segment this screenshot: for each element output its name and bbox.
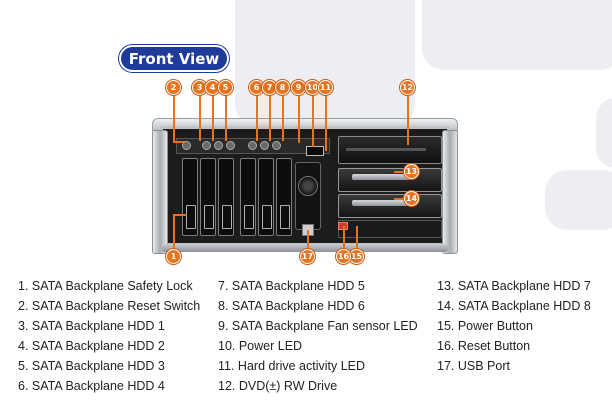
leader-line (173, 214, 187, 216)
hdd-led-dot (202, 141, 211, 150)
marker-1: 1 (166, 249, 181, 264)
leader-line (394, 171, 408, 173)
chassis-right-handle (442, 130, 458, 254)
hdd-bay (218, 158, 234, 236)
legend-column-2: 7. SATA Backplane HDD 5 8. SATA Backplan… (218, 276, 418, 396)
legend-item: 8. SATA Backplane HDD 6 (218, 299, 365, 313)
leader-line (407, 93, 409, 145)
button-plate (338, 220, 442, 238)
hdd-bay (258, 158, 274, 236)
front-view-title: Front View (119, 45, 229, 72)
leader-line (269, 93, 271, 141)
legend-item: 10. Power LED (218, 339, 303, 353)
legend-item: 6. SATA Backplane HDD 4 (18, 379, 165, 393)
leader-line (394, 198, 408, 200)
background-tile (422, 0, 612, 70)
led-indicator-box (306, 146, 324, 156)
leader-line (325, 93, 327, 151)
hdd-bay (182, 158, 198, 236)
hdd-tray (338, 194, 442, 218)
hdd-tray-handle (352, 174, 414, 180)
marker-16: 16 (336, 249, 351, 264)
hdd-led-dot (260, 141, 269, 150)
legend-column-1: 1. SATA Backplane Safety Lock 2. SATA Ba… (18, 276, 200, 396)
marker-5: 5 (218, 80, 233, 95)
marker-15: 15 (349, 249, 364, 264)
leader-line (256, 93, 258, 141)
marker-17: 17 (300, 249, 315, 264)
background-tile (545, 170, 612, 230)
hdd-led-dot (272, 141, 281, 150)
marker-14: 14 (404, 191, 419, 206)
leader-line (173, 141, 185, 143)
hdd-bay (276, 158, 292, 236)
leader-line (212, 93, 214, 141)
leader-line (343, 226, 345, 254)
hdd-tray (338, 168, 442, 192)
legend-item: 15. Power Button (437, 319, 533, 333)
legend-item: 1. SATA Backplane Safety Lock (18, 279, 193, 293)
hdd-led-dot (226, 141, 235, 150)
server-chassis-image (152, 118, 458, 258)
legend-item: 13. SATA Backplane HDD 7 (437, 279, 591, 293)
legend-item: 11. Hard drive activity LED (218, 359, 366, 373)
marker-11: 11 (318, 80, 333, 95)
background-tile (596, 98, 612, 168)
chassis-bottom-rail (162, 244, 448, 252)
dvd-drive-slot (346, 148, 426, 151)
hdd-bay (240, 158, 256, 236)
legend-item: 3. SATA Backplane HDD 1 (18, 319, 165, 333)
marker-8: 8 (275, 80, 290, 95)
legend-item: 12. DVD(±) RW Drive (218, 379, 338, 393)
legend-item: 5. SATA Backplane HDD 3 (18, 359, 165, 373)
legend-column-3: 13. SATA Backplane HDD 7 14. SATA Backpl… (437, 276, 591, 376)
legend-item: 14. SATA Backplane HDD 8 (437, 299, 591, 313)
hdd-led-dot (214, 141, 223, 150)
marker-2: 2 (166, 80, 181, 95)
fan-column (295, 162, 321, 230)
hdd-tray-handle (352, 200, 414, 206)
hdd-led-dot (248, 141, 257, 150)
legend-item: 16. Reset Button (437, 339, 531, 353)
legend-item: 4. SATA Backplane HDD 2 (18, 339, 165, 353)
marker-12: 12 (400, 80, 415, 95)
chassis-left-handle (152, 130, 168, 254)
fan-grill-icon (298, 176, 318, 196)
leader-line (173, 93, 175, 141)
marker-9: 9 (291, 80, 306, 95)
leader-line (312, 93, 314, 147)
leader-line (298, 93, 300, 143)
reset-switch-dot (182, 141, 191, 150)
leader-line (225, 93, 227, 141)
legend-item: 2. SATA Backplane Reset Switch (18, 299, 201, 313)
leader-line (356, 226, 358, 254)
marker-13: 13 (404, 164, 419, 179)
leader-line (173, 214, 175, 254)
legend-item: 7. SATA Backplane HDD 5 (218, 279, 365, 293)
leader-line (307, 230, 309, 254)
leader-line (282, 93, 284, 141)
legend-item: 9. SATA Backplane Fan sensor LED (218, 319, 418, 333)
legend-item: 17. USB Port (437, 359, 510, 373)
leader-line (199, 93, 201, 141)
hdd-bay (200, 158, 216, 236)
